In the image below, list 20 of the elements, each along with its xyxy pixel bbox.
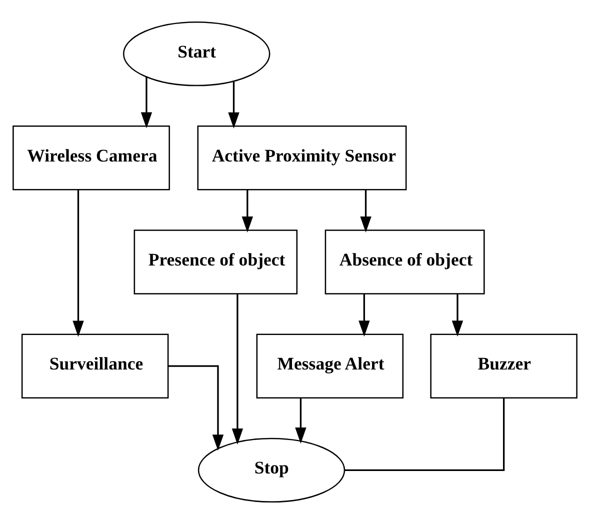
arrow bbox=[360, 189, 372, 232]
connector bbox=[344, 397, 505, 470]
node-box: Surveillance bbox=[21, 333, 169, 398]
node-ellipse: Start bbox=[123, 20, 270, 86]
node-box: Absence of object bbox=[324, 229, 485, 294]
arrow bbox=[295, 397, 306, 444]
arrow bbox=[140, 76, 152, 128]
node-box: Presence of object bbox=[134, 229, 298, 294]
arrow bbox=[228, 80, 240, 128]
arrow bbox=[72, 189, 84, 336]
node-box: Active Proximity Sensor bbox=[197, 125, 407, 190]
node-ellipse: Stop bbox=[198, 437, 346, 502]
node-box: Buzzer bbox=[430, 333, 578, 398]
node-box: Message Alert bbox=[256, 333, 404, 398]
arrow bbox=[242, 189, 253, 232]
node-box: Wireless Camera bbox=[12, 125, 170, 190]
arrow bbox=[452, 293, 464, 336]
arrow bbox=[232, 294, 244, 444]
arrow bbox=[358, 293, 370, 336]
arrow bbox=[168, 364, 224, 450]
